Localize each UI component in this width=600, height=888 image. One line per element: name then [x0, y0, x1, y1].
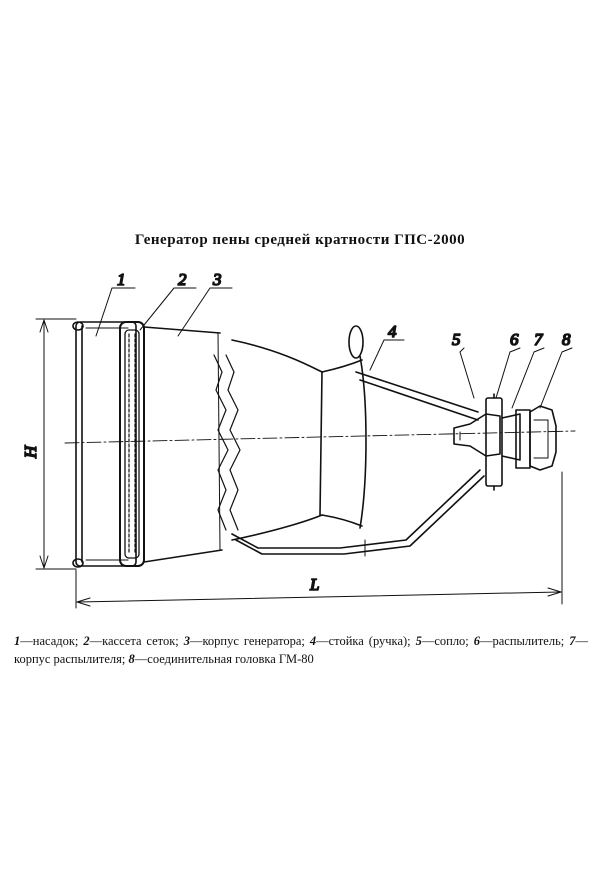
legend-number: 4 — [309, 634, 317, 648]
legend-text: —стойка (ручка); — [316, 634, 416, 648]
nozzle-sprayer-part — [453, 393, 531, 491]
legend-entry: 1—насадок; — [14, 634, 83, 648]
dimension-l-label: L — [309, 575, 319, 594]
legend-entry: 5—сопло; — [416, 634, 474, 648]
legend: 1—насадок; 2—кассета сеток; 3—корпус ген… — [14, 632, 588, 668]
legend-text: —сопло; — [421, 634, 474, 648]
legend-number: 5 — [415, 634, 422, 648]
legend-entry: 8—соединительная головка ГМ-80 — [129, 652, 314, 666]
legend-entry: 6—распылитель; — [474, 634, 569, 648]
center-axis — [64, 430, 576, 444]
legend-text: —соединительная головка ГМ-80 — [134, 652, 314, 666]
legend-number: 7 — [569, 634, 576, 648]
legend-text: —распылитель; — [479, 634, 570, 648]
callout-leaders — [95, 287, 573, 409]
legend-entry: 4—стойка (ручка); — [310, 634, 416, 648]
legend-number: 6 — [473, 634, 480, 648]
legend-text: —кассета сеток; — [89, 634, 184, 648]
legend-text: —корпус распылителя; — [14, 634, 588, 666]
generator-body-part — [143, 325, 367, 563]
callout-3: 3 — [212, 270, 222, 289]
legend-text: —корпус генератора; — [189, 634, 310, 648]
handle-part — [231, 371, 485, 557]
mesh-cassette-part — [119, 321, 145, 567]
callout-5: 5 — [452, 330, 461, 349]
dimension-l — [75, 471, 563, 609]
coupling-head-part — [529, 405, 557, 471]
nozzle-part — [72, 321, 137, 568]
legend-number: 3 — [183, 634, 190, 648]
callout-2: 2 — [178, 270, 187, 289]
diagram-title: Генератор пены средней кратности ГПС-200… — [134, 232, 466, 248]
callout-1: 1 — [117, 270, 126, 289]
dimension-h — [35, 318, 77, 570]
legend-number: 8 — [128, 652, 135, 666]
dimension-h-label: H — [21, 444, 40, 459]
callout-7: 7 — [534, 330, 544, 349]
legend-entry: 7—корпус распылителя; — [14, 634, 588, 666]
callout-8: 8 — [562, 330, 571, 349]
legend-number: 2 — [83, 634, 90, 648]
legend-text: —насадок; — [20, 634, 84, 648]
callout-6: 6 — [510, 330, 519, 349]
legend-number: 1 — [14, 634, 21, 648]
legend-entry: 2—кассета сеток; — [83, 634, 183, 648]
legend-entry: 3—корпус генератора; — [184, 634, 310, 648]
callout-4: 4 — [388, 322, 397, 341]
